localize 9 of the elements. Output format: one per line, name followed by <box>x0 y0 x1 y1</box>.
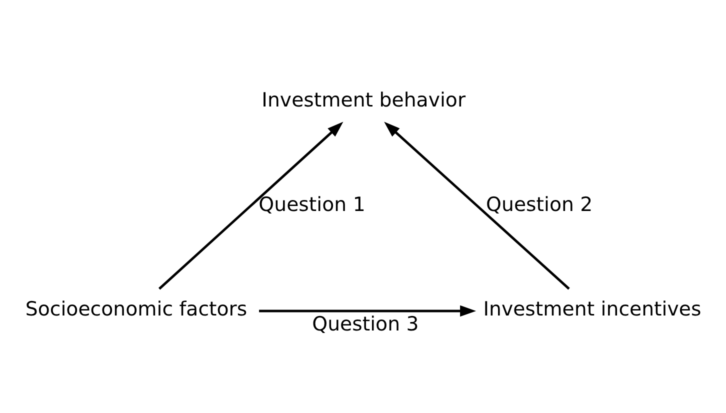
arrow <box>259 305 476 317</box>
node-text: Investment behavior <box>262 88 466 112</box>
edge-label: Question 3 <box>312 312 419 336</box>
edge-label: Question 1 <box>258 193 366 216</box>
arrow <box>158 122 344 290</box>
arrow <box>384 122 570 290</box>
edge-label: Question 2 <box>486 193 593 216</box>
node-text: Socioeconomic factors <box>25 298 248 321</box>
node-text: Investment incentives <box>483 298 702 321</box>
